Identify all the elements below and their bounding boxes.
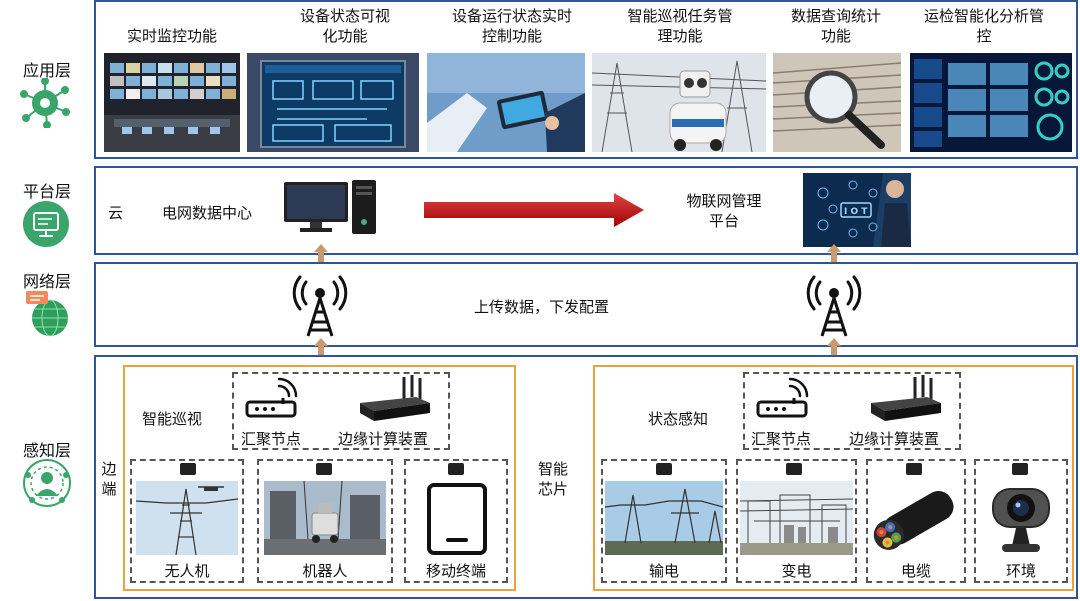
layer-label-application: 应用层 [22,61,71,80]
substation-image [740,481,853,555]
device-box-substation [736,459,857,583]
device-label-transmission: 输电 [648,562,679,580]
edge-computing-device-icon-right [869,375,943,423]
network-layer-box [94,262,1078,347]
chip-icon [1009,463,1031,475]
inspection-group-label: 智能巡视 [142,410,203,428]
monitoring-room-image [104,53,240,152]
device-label-environment: 环境 [1005,562,1036,580]
data-query-image [773,53,901,152]
func-title-5: 数据查询统计功能 [790,7,881,45]
webcam-image [980,480,1062,558]
chip-icon [445,463,467,475]
state-sensing-group-label: 状态感知 [648,410,709,428]
chip-icon [653,463,675,475]
signal-tower-icon-left [292,274,348,338]
device-box-drone [130,459,244,583]
computer-icon [282,178,378,236]
device-box-cable [866,459,966,583]
cable-image [870,480,962,556]
gear-network-icon [20,77,70,129]
chip-icon [903,463,925,475]
func-title-6: 运检智能化分析管控 [924,7,1045,45]
left-aggregation-node-label: 汇聚节点 [241,430,302,448]
router-icon-right [754,376,810,420]
user-network-icon [22,458,72,508]
globe-chat-icon [22,288,72,338]
device-box-environment [974,459,1068,583]
func-title-4: 智能巡视任务管理功能 [627,7,733,45]
transmission-image [605,481,723,555]
device-label-robot: 机器人 [302,562,348,580]
device-label-drone: 无人机 [164,562,210,580]
layer-label-network: 网络层 [22,272,71,291]
right-gateway-box [743,372,961,450]
left-gateway-box [232,372,450,450]
tablet-control-image [427,53,585,152]
device-box-transmission [601,459,727,583]
func-title-1: 实时监控功能 [126,27,217,45]
signal-tower-icon-right [806,274,862,338]
upload-to-platform-arrow [424,193,644,227]
monitor-icon [22,200,70,248]
chip-icon [177,463,199,475]
router-icon-left [243,376,299,420]
chip-icon [313,463,335,475]
device-box-mobile-terminal [404,459,508,583]
drone-tower-image [136,481,238,555]
analytics-dashboard-image [910,53,1072,152]
right-edge-device-label: 边缘计算装置 [849,430,940,448]
iot-platform-label: 物联网管理 平台 [676,191,772,231]
layer-label-perception: 感知层 [22,441,71,460]
chip-label: 智能芯片 [537,460,568,498]
device-label-substation: 变电 [781,562,812,580]
func-title-2: 设备状态可视化功能 [299,7,390,45]
device-box-robot [257,459,393,583]
data-center-label: 电网数据中心 [162,204,253,222]
svg-text:I O T: I O T [844,207,868,217]
inspection-group-box [123,365,516,591]
device-label-mobile-terminal: 移动终端 [425,562,486,580]
edge-label: 边端 [101,460,117,498]
layer-label-platform: 平台层 [22,182,71,201]
tablet-icon [426,482,488,556]
network-description: 上传数据，下发配置 [474,298,610,316]
device-status-screen-image [247,53,419,152]
state-sensing-group-box [593,365,1074,591]
inspection-robot-image [592,53,766,152]
func-title-3: 设备运行状态实时控制功能 [452,7,573,45]
left-edge-device-label: 边缘计算装置 [338,430,429,448]
iot-platform-label-line1: 物联网管理 [686,192,762,210]
cloud-label: 云 [108,204,124,222]
iot-platform-image: I O T [803,173,911,247]
chip-icon [783,463,805,475]
device-label-cable: 电缆 [900,562,931,580]
iot-platform-label-line2: 平台 [708,212,739,230]
right-aggregation-node-label: 汇聚节点 [751,430,812,448]
robot-substation-image [264,481,386,555]
platform-layer-box [94,166,1078,255]
edge-computing-device-icon-left [358,375,432,423]
